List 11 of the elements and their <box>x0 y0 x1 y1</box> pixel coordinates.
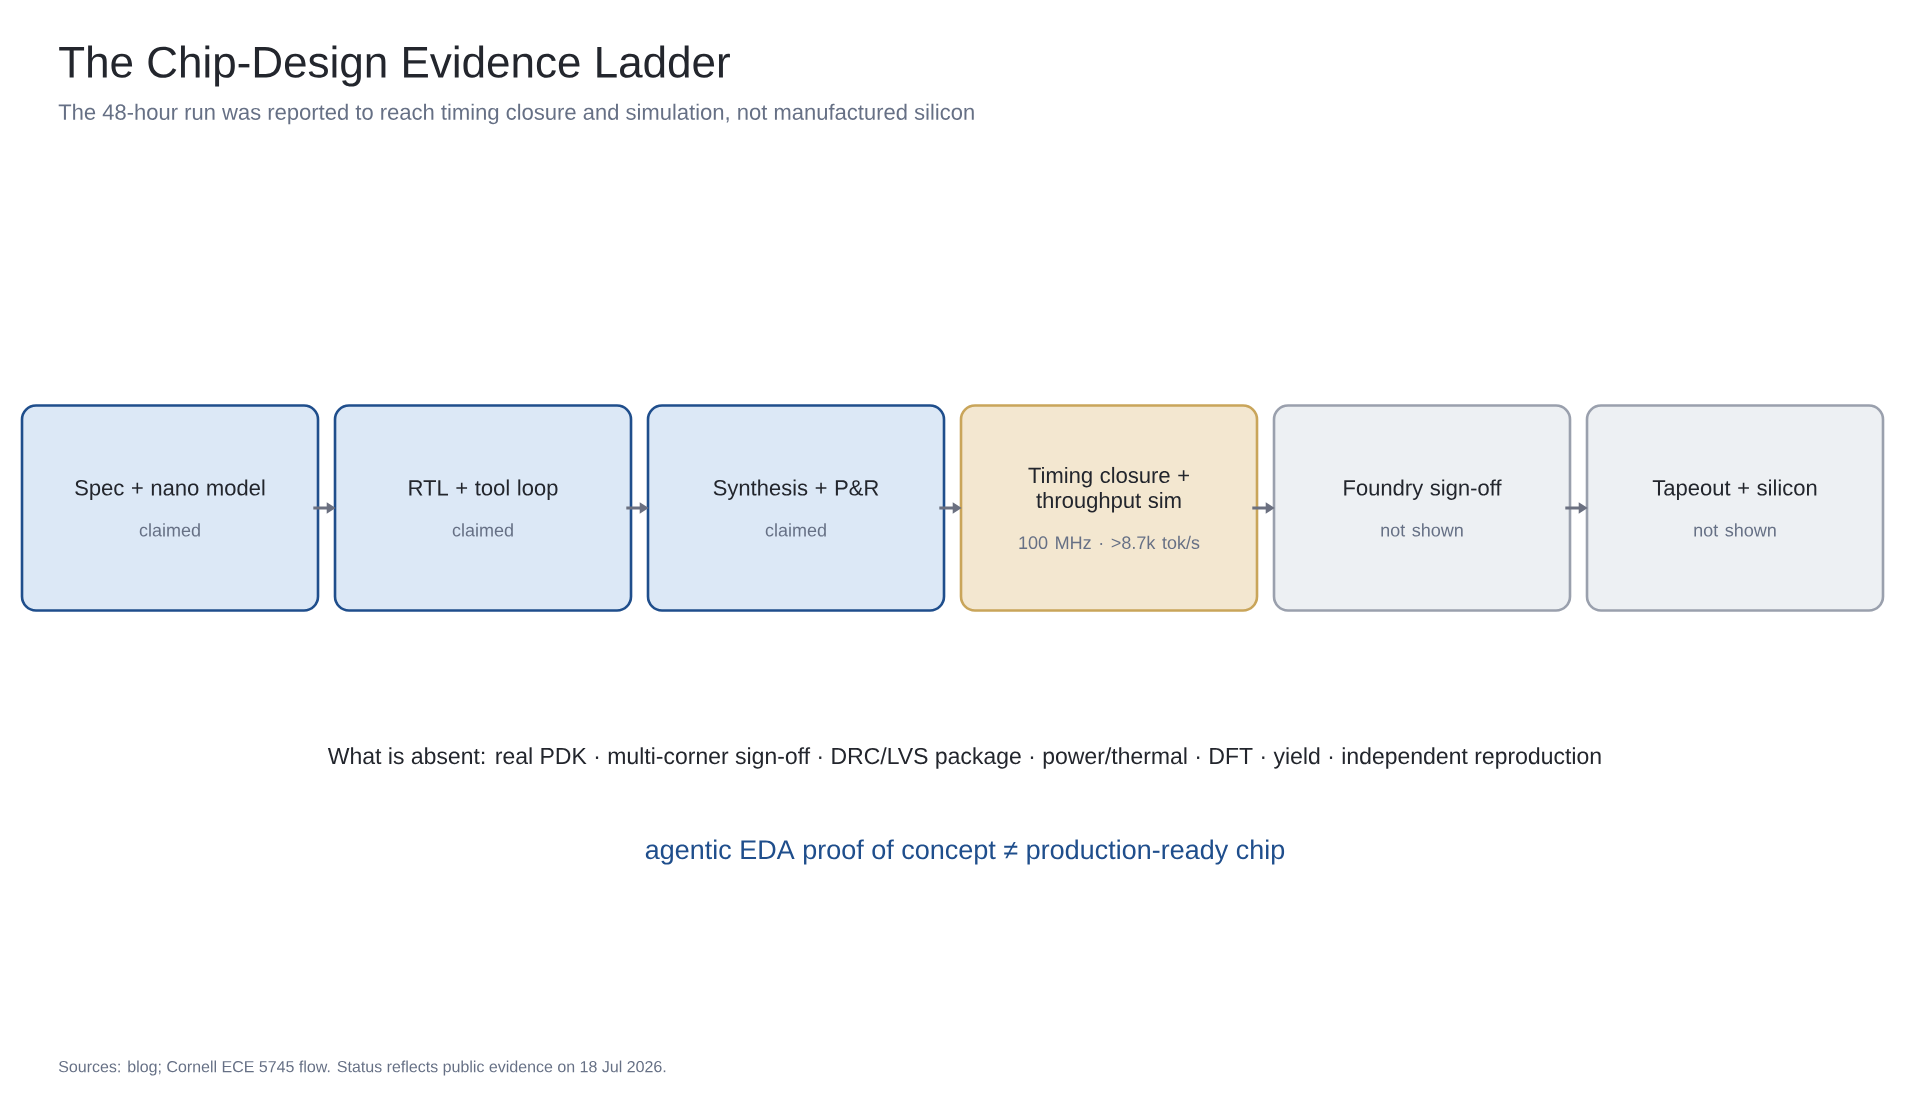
stage-box: RTL + tool loop claimed <box>333 404 633 612</box>
stage-box: Synthesis + P&R claimed <box>646 404 946 612</box>
title: The Chip-Design Evidence Ladder <box>59 45 730 87</box>
subtitle: The 48-hour run was reported to reach timing closure and simulation, not manufactured silicon <box>58 103 974 125</box>
absence-note: What is absent: real PDK · multi-corner sign-off · DRC/LVS package · power/thermal · DFT · yield · independent reproduction <box>327 747 1601 769</box>
source-note: Sources: blog; Cornell ECE 5745 flow. Status reflects public evidence on 18 Jul 2026. <box>58 1060 666 1076</box>
stage-box: Tapeout + silicon not shown <box>1585 404 1885 612</box>
stage-box: Timing closure + throughput sim 100 MHz · >8.7k tok/s <box>959 404 1259 612</box>
conclusion-text: agentic EDA proof of concept ≠ production-ready chip <box>645 839 1285 865</box>
stage-box: Foundry sign-off not shown <box>1272 404 1572 612</box>
stage-box: Spec + nano model claimed <box>20 404 320 612</box>
